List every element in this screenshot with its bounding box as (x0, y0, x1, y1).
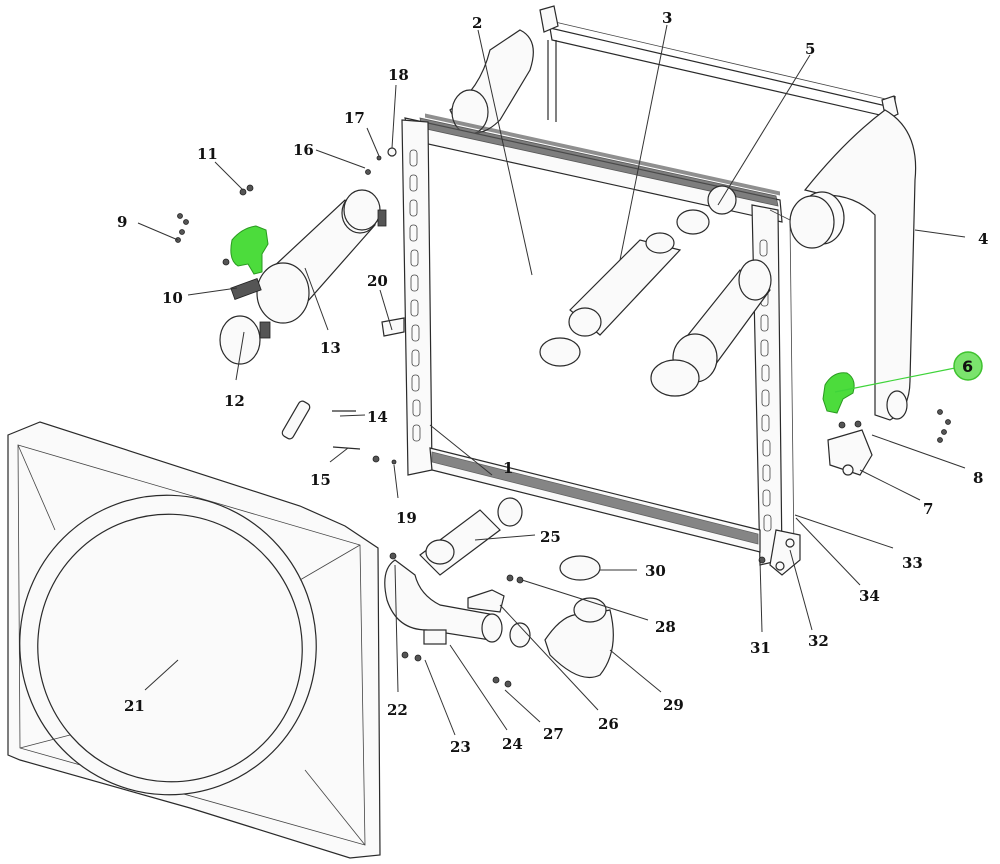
callout-4[interactable]: 4 (978, 230, 988, 248)
callout-27[interactable]: 27 (543, 725, 564, 743)
lower-mount-31-34[interactable] (758, 529, 801, 576)
upper-hose-large[interactable] (650, 259, 772, 397)
elbow-hose-29[interactable] (544, 597, 614, 679)
callout-34[interactable]: 34 (859, 587, 880, 605)
callout-13[interactable]: 13 (320, 339, 341, 357)
callout-5[interactable]: 5 (805, 40, 815, 58)
bracket-26[interactable] (467, 589, 505, 613)
lower-coolant-pipe-24[interactable] (384, 559, 503, 645)
callout-7[interactable]: 7 (923, 500, 933, 518)
callout-33[interactable]: 33 (902, 554, 923, 572)
callout-6-selected-badge[interactable]: 6 (953, 351, 983, 381)
callout-22[interactable]: 22 (387, 701, 408, 719)
callout-17[interactable]: 17 (344, 109, 365, 127)
clamp-26[interactable] (509, 622, 531, 648)
callout-14[interactable]: 14 (367, 408, 388, 426)
clamp-30[interactable] (559, 555, 601, 581)
callout-11[interactable]: 11 (197, 145, 218, 163)
radiator-frame[interactable] (401, 113, 795, 566)
callout-16[interactable]: 16 (293, 141, 314, 159)
small-hardware-lower (389, 552, 524, 688)
bracket-part-6-highlighted[interactable] (822, 372, 855, 414)
hardware-small-parts (175, 147, 405, 465)
callout-31[interactable]: 31 (750, 639, 771, 657)
callout-21[interactable]: 21 (124, 697, 145, 715)
callout-labels: 1 2 3 4 5 6 7 8 9 10 11 12 13 14 15 16 1… (117, 9, 988, 756)
callout-20[interactable]: 20 (367, 272, 388, 290)
callout-23[interactable]: 23 (450, 738, 471, 756)
callout-19[interactable]: 19 (396, 509, 417, 527)
callout-25[interactable]: 25 (540, 528, 561, 546)
leader-lines (137, 24, 966, 736)
callout-8[interactable]: 8 (973, 469, 983, 487)
callout-18[interactable]: 18 (388, 66, 409, 84)
callout-3[interactable]: 3 (662, 9, 672, 27)
callout-24[interactable]: 24 (502, 735, 523, 753)
callout-26[interactable]: 26 (598, 715, 619, 733)
callout-6[interactable]: 6 (962, 357, 973, 376)
clamp-12[interactable] (219, 315, 271, 365)
callout-30[interactable]: 30 (645, 562, 666, 580)
callout-32[interactable]: 32 (808, 632, 829, 650)
mount-bracket-7[interactable] (827, 429, 873, 476)
callout-29[interactable]: 29 (663, 696, 684, 714)
callout-12[interactable]: 12 (224, 392, 245, 410)
clamp-upper-left[interactable] (343, 189, 387, 231)
callout-1[interactable]: 1 (503, 459, 513, 477)
callout-28[interactable]: 28 (655, 618, 676, 636)
bracket-part-10-highlighted[interactable] (230, 225, 269, 300)
clamp-5[interactable] (676, 185, 737, 235)
bolts-8[interactable] (838, 409, 951, 443)
fan-shroud-21[interactable] (0, 421, 381, 859)
hose-25[interactable] (419, 497, 523, 576)
callout-9[interactable]: 9 (117, 213, 127, 231)
callout-2[interactable]: 2 (472, 14, 482, 32)
callout-10[interactable]: 10 (162, 289, 183, 307)
callout-15[interactable]: 15 (310, 471, 331, 489)
upper-hose-3[interactable] (539, 232, 682, 367)
